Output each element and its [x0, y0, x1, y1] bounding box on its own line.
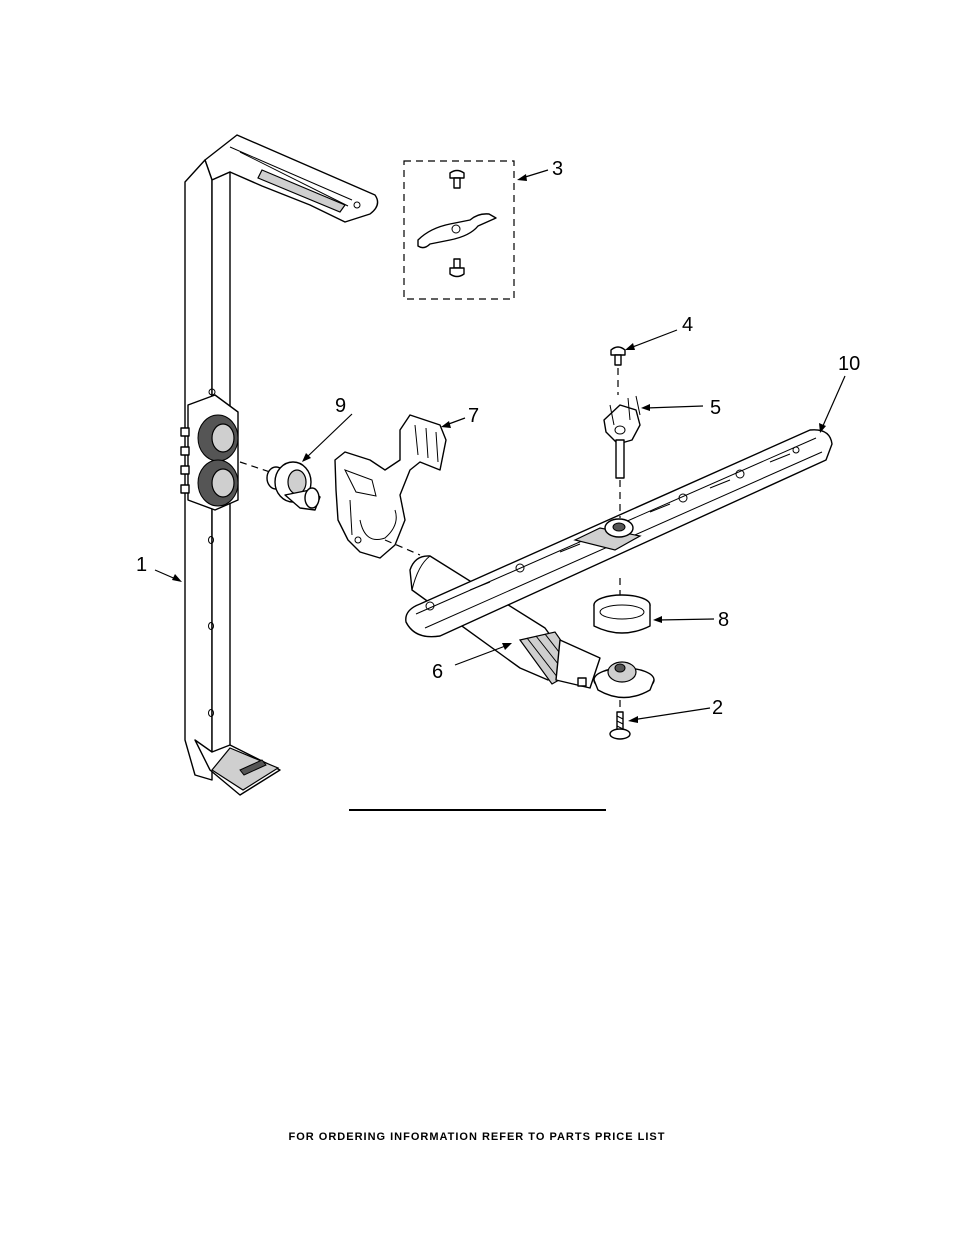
footer-note: FOR ORDERING INFORMATION REFER TO PARTS …	[0, 1131, 954, 1143]
callout-8: 8	[718, 609, 729, 631]
callout-2: 2	[712, 697, 723, 719]
part-4-screw	[611, 347, 625, 395]
part-2-nut-screw	[594, 662, 654, 739]
part-5-hub	[604, 396, 640, 518]
part-9-fitting	[240, 462, 320, 510]
part-7-bracket	[335, 415, 446, 558]
callout-3: 3	[552, 158, 563, 180]
callout-4: 4	[682, 314, 693, 336]
callout-6: 6	[432, 661, 443, 683]
callout-1: 1	[136, 554, 147, 576]
part-3-hardware-kit	[404, 161, 514, 299]
part-8-ring	[594, 578, 650, 633]
callout-7: 7	[468, 405, 479, 427]
callout-10: 10	[838, 353, 860, 375]
callout-5: 5	[710, 397, 721, 419]
callout-9: 9	[335, 395, 346, 417]
